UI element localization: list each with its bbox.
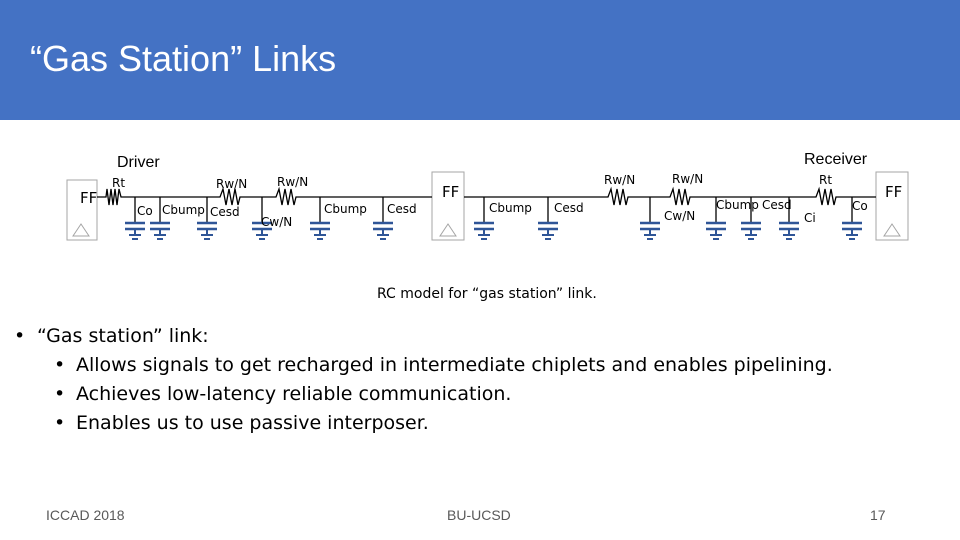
slide-title: “Gas Station” Links: [30, 38, 337, 79]
cap-cesd-driver: [197, 197, 217, 240]
ff-receiver-label: FF: [885, 183, 902, 201]
sub-bullet: • Enables us to use passive interposer.: [14, 409, 833, 438]
label-cbump-receiver: Cbump: [716, 198, 759, 212]
footer-left: ICCAD 2018: [46, 507, 125, 523]
ff-intermediate: FF: [431, 171, 465, 241]
label-cbump-mid-2: Cbump: [489, 201, 532, 215]
bullet-main-text: “Gas station” link:: [37, 325, 209, 347]
cap-cbump-mid-2: [474, 197, 494, 240]
ff-receiver: FF: [875, 171, 909, 241]
label-cesd-mid-1: Cesd: [387, 202, 417, 216]
label-rt-driver: Rt: [112, 176, 125, 190]
label-cw-n-2: Cw/N: [664, 209, 695, 223]
label-co-receiver: Co: [852, 199, 868, 213]
bullet-dot-icon: •: [54, 383, 66, 405]
title-bar: “Gas Station” Links: [0, 0, 960, 120]
bullet-dot-icon: •: [54, 412, 66, 434]
label-cesd-receiver: Cesd: [762, 198, 792, 212]
cap-cbump-mid-1: [310, 197, 330, 240]
label-cbump-driver: Cbump: [162, 203, 205, 217]
cap-cesd-receiver: [741, 197, 761, 240]
bullet-dot-icon: •: [14, 325, 26, 347]
label-cesd-driver: Cesd: [210, 205, 240, 219]
wires: [97, 186, 876, 206]
rc-model-diagram: FF FF FF Driver Receiver: [66, 151, 909, 241]
bullet-list: • “Gas station” link: • Allows signals t…: [14, 322, 833, 438]
cap-cesd-mid-1: [373, 197, 393, 240]
bullet-main: • “Gas station” link:: [14, 322, 833, 351]
sub-bullet-text: Enables us to use passive interposer.: [76, 412, 429, 434]
cap-cw-n-1: [252, 197, 272, 240]
cap-cw-n-2: [640, 197, 660, 240]
sub-bullet-text: Achieves low-latency reliable communicat…: [76, 383, 512, 405]
ff-driver: FF: [66, 179, 98, 241]
page-number: 17: [870, 507, 886, 523]
label-rw-n-3: Rw/N: [604, 173, 635, 187]
label-co-driver: Co: [137, 204, 153, 218]
sub-bullet: • Achieves low-latency reliable communic…: [14, 380, 833, 409]
label-rw-n-2: Rw/N: [277, 175, 308, 189]
capacitors: [125, 197, 862, 240]
cap-co-receiver: [842, 197, 862, 240]
receiver-label: Receiver: [804, 151, 868, 168]
sub-bullet-text: Allows signals to get recharged in inter…: [76, 354, 833, 376]
cap-cesd-mid-2: [538, 197, 558, 240]
cap-cbump-driver: [150, 197, 170, 240]
ff-driver-label: FF: [80, 189, 97, 207]
label-rw-n-1: Rw/N: [216, 177, 247, 191]
label-rt-receiver: Rt: [819, 173, 832, 187]
driver-label: Driver: [117, 154, 160, 171]
footer-center: BU-UCSD: [447, 507, 511, 523]
component-labels: Rt Co Cbump Cesd Rw/N Cw/N Rw/N Cbump Ce…: [112, 172, 868, 229]
label-cesd-mid-2: Cesd: [554, 201, 584, 215]
cap-cbump-receiver: [706, 197, 726, 240]
cap-co-driver: [125, 197, 145, 240]
cap-ci-receiver: [779, 197, 799, 240]
diagram-caption: RC model for “gas station” link.: [377, 286, 597, 302]
label-ci-receiver: Ci: [804, 211, 816, 225]
label-cbump-mid-1: Cbump: [324, 202, 367, 216]
label-rw-n-4: Rw/N: [672, 172, 703, 186]
ff-intermediate-label: FF: [442, 183, 459, 201]
bullet-dot-icon: •: [54, 354, 66, 376]
sub-bullet: • Allows signals to get recharged in int…: [14, 351, 833, 380]
label-cw-n-1: Cw/N: [261, 215, 292, 229]
